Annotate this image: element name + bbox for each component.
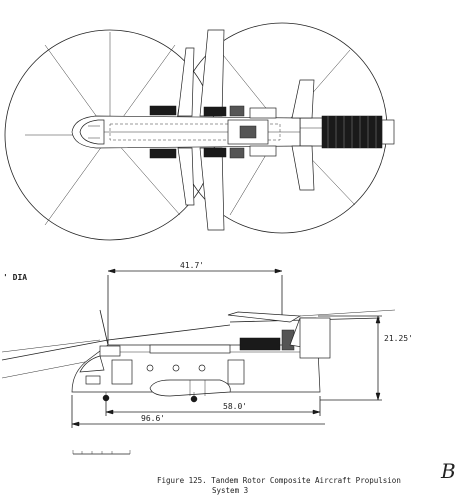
engine-side — [239, 337, 281, 351]
tail-plan-lower — [291, 145, 315, 191]
wing-plan-upper — [199, 29, 225, 117]
side-view: 41.7' — [1, 261, 413, 428]
dimension-overall-length: 96.6' — [141, 414, 165, 423]
dimension-wheelbase: 58.0' — [223, 402, 247, 411]
plan-view — [4, 22, 395, 241]
wing-plan-lower — [199, 147, 225, 231]
handwritten-mark: B — [440, 459, 456, 483]
dimension-height: 21.25' — [384, 334, 413, 343]
figure-caption-line2: System 3 — [212, 486, 248, 495]
figure-caption-line1: Figure 125. Tandem Rotor Composite Aircr… — [157, 476, 401, 485]
engine-pod-plan — [149, 105, 177, 116]
dimension-rotor-spacing: 41.7' — [180, 261, 204, 270]
tail-plan-upper — [291, 79, 315, 119]
rotor-diameter-label: ' DIA — [3, 273, 27, 282]
scale-bar — [72, 450, 131, 455]
